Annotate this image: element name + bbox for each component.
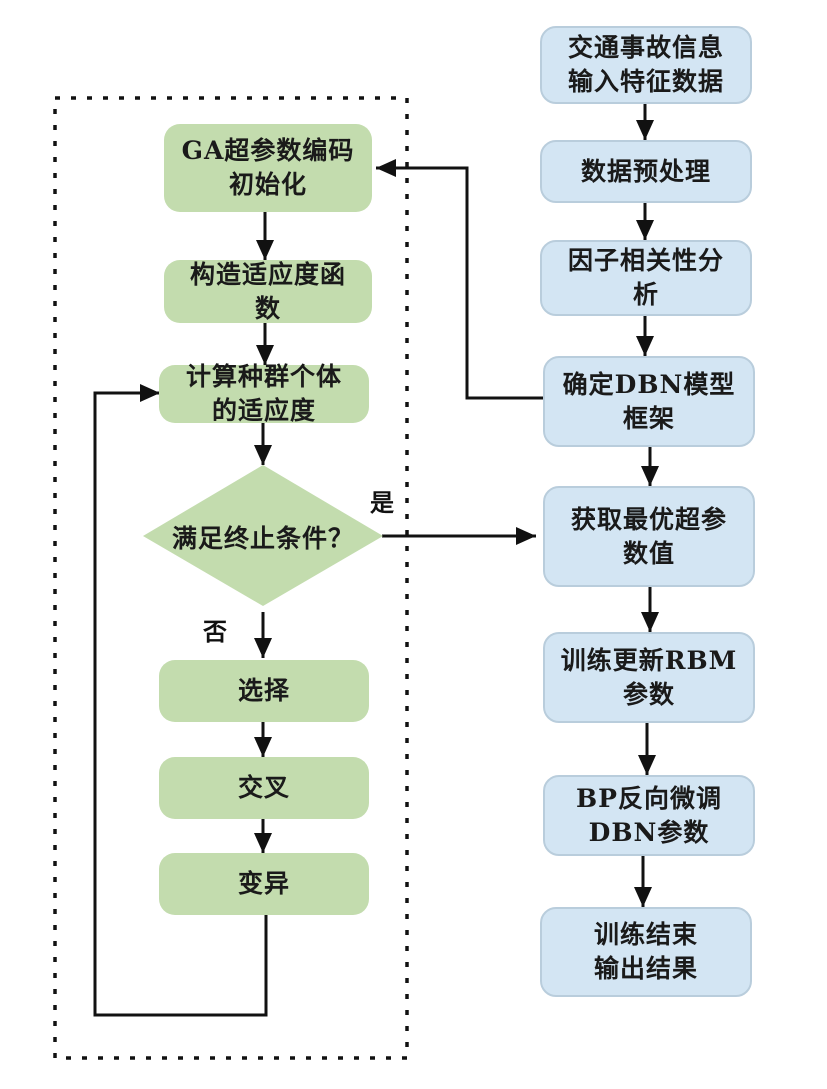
node-preprocess: 数据预处理	[540, 140, 752, 203]
node-ga-encode: GA超参数编码 初始化	[164, 124, 372, 212]
yes-label: 是	[370, 489, 394, 517]
decision-diamond	[143, 465, 383, 606]
node-optimal-params: 获取最优超参 数值	[543, 486, 755, 587]
node-bp-finetune: BP反向微调 DBN参数	[543, 775, 755, 856]
ga-group-boundary	[53, 96, 409, 1060]
arrow-loop-mutation-to-calc	[93, 384, 268, 1017]
decision-text: 满足终止条件？	[171, 524, 354, 553]
node-fitness-function: 构造适应度函 数	[164, 260, 372, 323]
node-mutation: 变异	[159, 853, 369, 915]
arrow-framework-to-ga-encode	[376, 159, 545, 400]
no-label: 否	[203, 618, 227, 646]
node-train-rbm: 训练更新RBM 参数	[543, 632, 755, 723]
node-dbn-framework: 确定DBN模型 框架	[543, 356, 755, 447]
node-crossover: 交叉	[159, 757, 369, 819]
node-select: 选择	[159, 660, 369, 722]
node-calc-fitness: 计算种群个体 的适应度	[159, 362, 369, 425]
node-input-data: 交通事故信息 输入特征数据	[540, 26, 752, 104]
node-correlation: 因子相关性分 析	[540, 240, 752, 316]
node-output: 训练结束 输出结果	[540, 907, 752, 997]
